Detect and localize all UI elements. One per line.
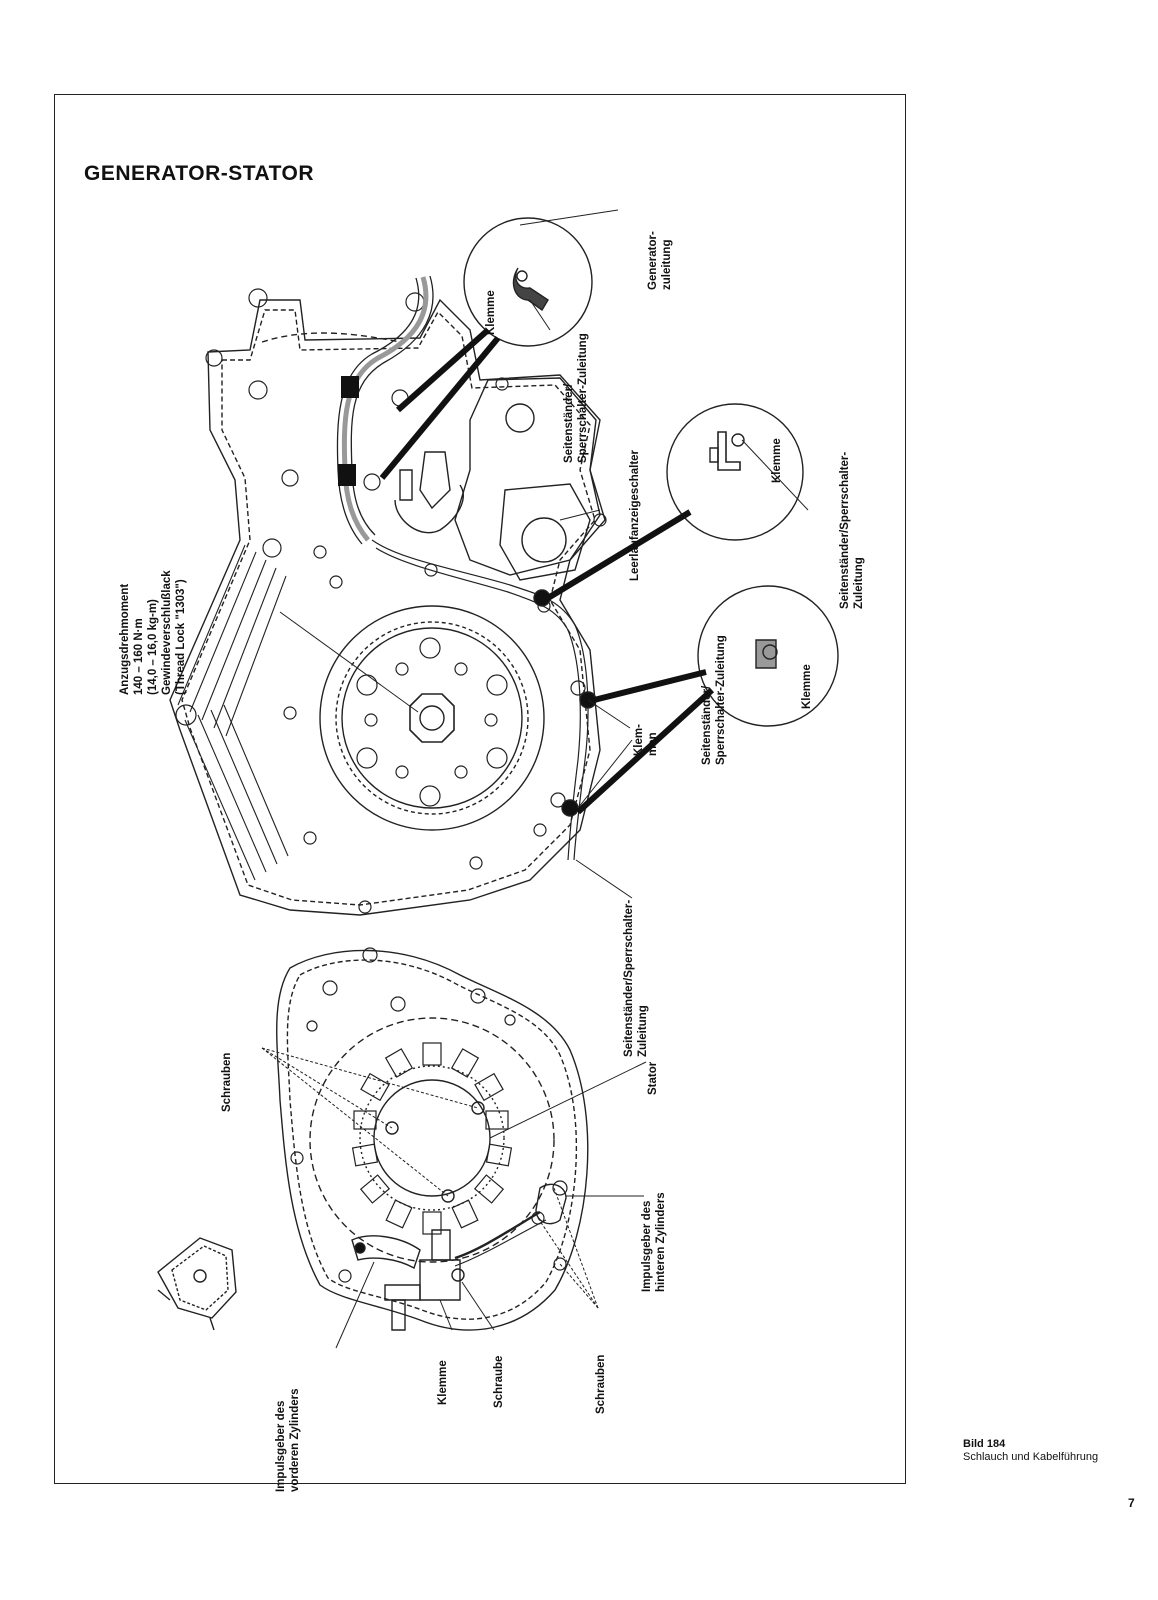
label-klemme-low: Klemme bbox=[801, 663, 813, 709]
label-schrauben-top: Schrauben bbox=[221, 1052, 233, 1112]
label-neutral-switch: Leerlaufanzeigeschalter bbox=[629, 449, 641, 581]
label-generator-lead: Generator-zuleitung bbox=[647, 230, 673, 290]
figure-frame bbox=[54, 94, 906, 1484]
leader-lines bbox=[279, 209, 809, 899]
label-schrauben-bottom: Schrauben bbox=[595, 1354, 607, 1414]
label-klemme-bottom: Klemme bbox=[437, 1359, 449, 1405]
label-sidestand-lead-bottom: Seitenständer/Sperrschalter-Zuleitung bbox=[623, 899, 649, 1057]
label-klemme-mid: Klemme bbox=[771, 437, 783, 483]
page-number: 7 bbox=[1128, 1496, 1135, 1510]
label-sidestand-lead-right: Seitenständer/Sperrschalter-Zuleitung bbox=[839, 451, 865, 609]
label-sidestand-lead-clip: Seitenständer/Sperrschalter-Zuleitung bbox=[701, 635, 727, 765]
figure-caption: Bild 184 Schlauch und Kabelführung bbox=[963, 1438, 1098, 1464]
page-title: GENERATOR-STATOR bbox=[84, 162, 315, 185]
label-sidestand-lead-top: Seitenständer/Sperrschalter-Zuleitung bbox=[563, 333, 589, 463]
label-stator: Stator bbox=[647, 1061, 659, 1095]
figure-number: Bild 184 bbox=[963, 1438, 1006, 1450]
label-schraube: Schraube bbox=[493, 1355, 505, 1408]
detail-callouts bbox=[379, 217, 839, 815]
stator-leader-lines bbox=[261, 1047, 647, 1349]
label-klemme-top: Klemme bbox=[485, 289, 497, 335]
stator-cover-drawing bbox=[157, 947, 589, 1331]
engine-cover-drawing bbox=[169, 275, 607, 916]
figure-caption-text: Schlauch und Kabelführung bbox=[963, 1451, 1099, 1463]
label-klemmen: Klem-men bbox=[633, 724, 659, 756]
